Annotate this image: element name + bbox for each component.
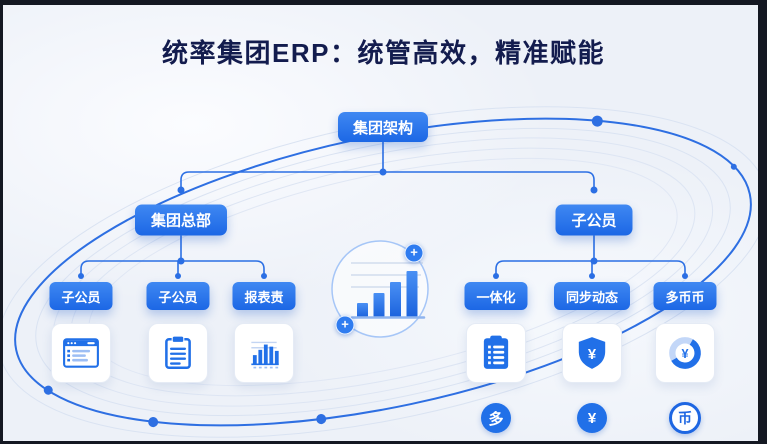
slide-title: 统率集团ERP：统管高效，精准赋能 [162,38,605,68]
card-shield-yuan: ¥ [562,323,622,383]
card-donut-yuan: ¥ [655,323,715,383]
coin-badge-duo: 多 [481,403,511,433]
bar-chart-icon [251,341,279,369]
card-window-table [51,323,111,383]
shield-yuan-icon: ¥ [578,337,606,369]
node-right-child-3: 多币币 [653,282,717,310]
screen-edge-top [0,0,767,5]
clipboard-list-icon [483,335,509,369]
node-left-child-2: 子公员 [146,282,210,310]
node-right-child-2: 同步动态 [553,282,631,310]
connector-dots [78,168,688,279]
card-bar-chart [234,323,294,383]
screen-edge-right [758,0,767,444]
card-clipboard-list [466,323,526,383]
tree-connectors [78,141,688,279]
node-right-child-1: 一体化 [464,282,528,310]
node-group-structure: 集团架构 [337,112,429,142]
window-table-icon [63,338,99,368]
plus-badge-icon: + [404,243,424,263]
yuan-symbol: ¥ [588,347,597,363]
clipboard-icon [165,335,191,370]
card-clipboard [148,323,208,383]
node-left-child-1: 子公员 [49,282,113,310]
coin-badge-currency: 币 [669,402,701,434]
screen-edge-bottom [0,441,767,444]
node-group-headquarters: 集团总部 [134,204,228,236]
node-subsidiary: 子公员 [555,204,633,236]
donut-chart-yuan-icon: ¥ [669,337,701,369]
center-growth-chart [331,240,429,338]
coin-badge-yuan: ¥ [577,403,607,433]
yuan-symbol: ¥ [681,347,688,361]
screen-edge-left [0,0,3,444]
plus-badge-icon: + [335,315,355,335]
node-left-child-3: 报表责 [232,282,296,310]
